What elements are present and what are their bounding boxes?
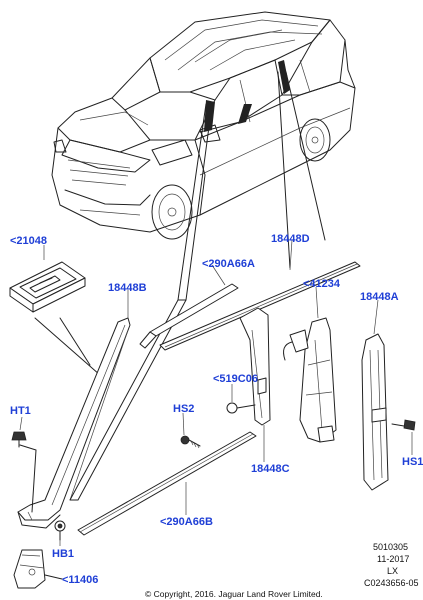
info-illustration-code: C0243656-05 (364, 578, 419, 588)
part-weatherstrip-a (69, 299, 187, 501)
callout-290A66B[interactable]: <290A66B (160, 516, 213, 528)
fastener-HS1 (391, 419, 416, 431)
vehicle-illustration (51, 11, 356, 240)
info-ref-number: 5010305 (373, 542, 409, 552)
callout-18448B[interactable]: 18448B (108, 282, 147, 294)
callout-18448A[interactable]: 18448A (360, 291, 399, 303)
part-18448C (226, 307, 271, 426)
part-18448A (361, 333, 389, 491)
callout-21048[interactable]: <21048 (10, 235, 48, 247)
part-11406 (13, 549, 63, 589)
callout-41234[interactable]: <41234 (303, 278, 341, 290)
part-290A66B (77, 431, 257, 536)
callout-519C06[interactable]: <519C06 (213, 373, 258, 385)
info-model-code: LX (387, 566, 399, 576)
copyright-notice: © Copyright, 2016. Jaguar Land Rover Lim… (145, 589, 323, 599)
fastener-HS2 (180, 435, 201, 449)
callout-pointers (19, 239, 413, 546)
callout-290A66A[interactable]: <290A66A (202, 258, 255, 270)
part-21048 (9, 261, 101, 376)
callout-11406[interactable]: <11406 (62, 574, 99, 586)
callout-HS2[interactable]: HS2 (173, 403, 195, 415)
part-41234 (283, 317, 337, 443)
callout-HB1[interactable]: HB1 (52, 548, 75, 560)
callout-HS1[interactable]: HS1 (402, 456, 423, 468)
fastener-HB1 (54, 520, 66, 541)
callout-18448D[interactable]: 18448D (271, 233, 310, 245)
part-18448B (17, 317, 131, 529)
info-date: 11-2017 (377, 554, 410, 564)
fastener-HT1 (11, 431, 37, 513)
part-290A66A (139, 283, 239, 349)
leader-lines (177, 71, 326, 301)
part-18448D (159, 261, 361, 351)
callout-HT1[interactable]: HT1 (10, 405, 31, 417)
callout-18448C[interactable]: 18448C (251, 463, 290, 475)
